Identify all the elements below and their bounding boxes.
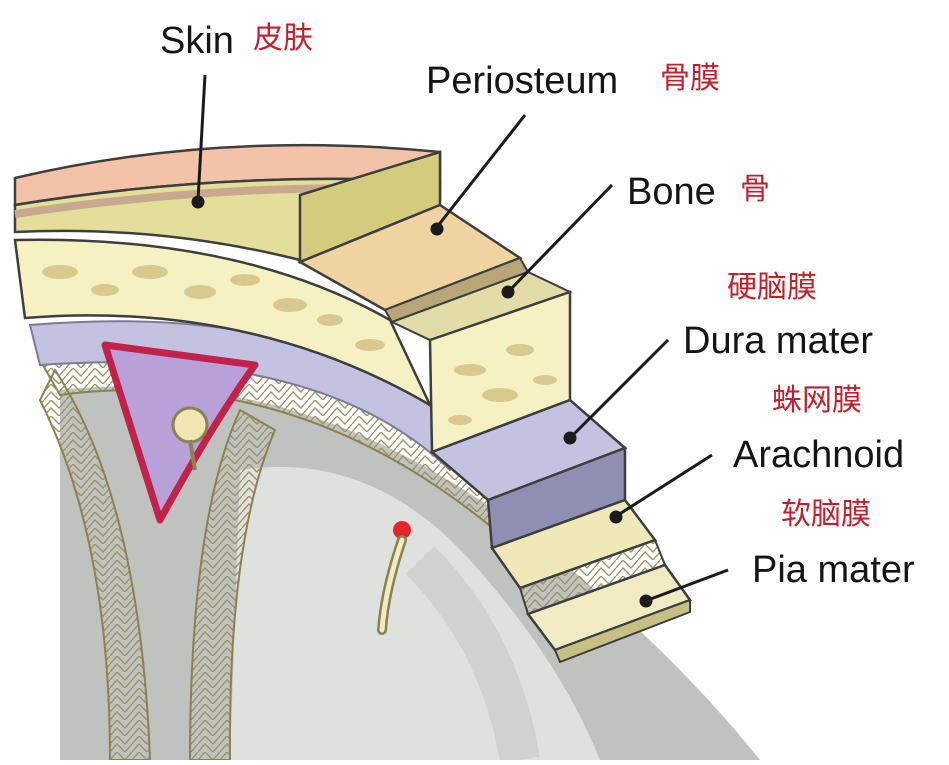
label-arachnoid-zh: 蛛网膜 [772,386,862,416]
label-arachnoid: Arachnoid [733,436,904,474]
label-dura: Dura mater [683,322,873,360]
label-pia: Pia mater [752,551,915,589]
label-bone-zh: 骨 [740,175,770,205]
label-dura-zh: 硬脑膜 [727,273,817,303]
arachnoid-granulation [173,408,207,442]
label-pia-zh: 软脑膜 [781,500,871,530]
label-periosteum-zh: 骨膜 [660,64,720,94]
label-skin: Skin [160,22,234,60]
label-skin-zh: 皮肤 [253,24,313,54]
label-bone: Bone [627,173,716,211]
label-periosteum: Periosteum [426,62,618,100]
